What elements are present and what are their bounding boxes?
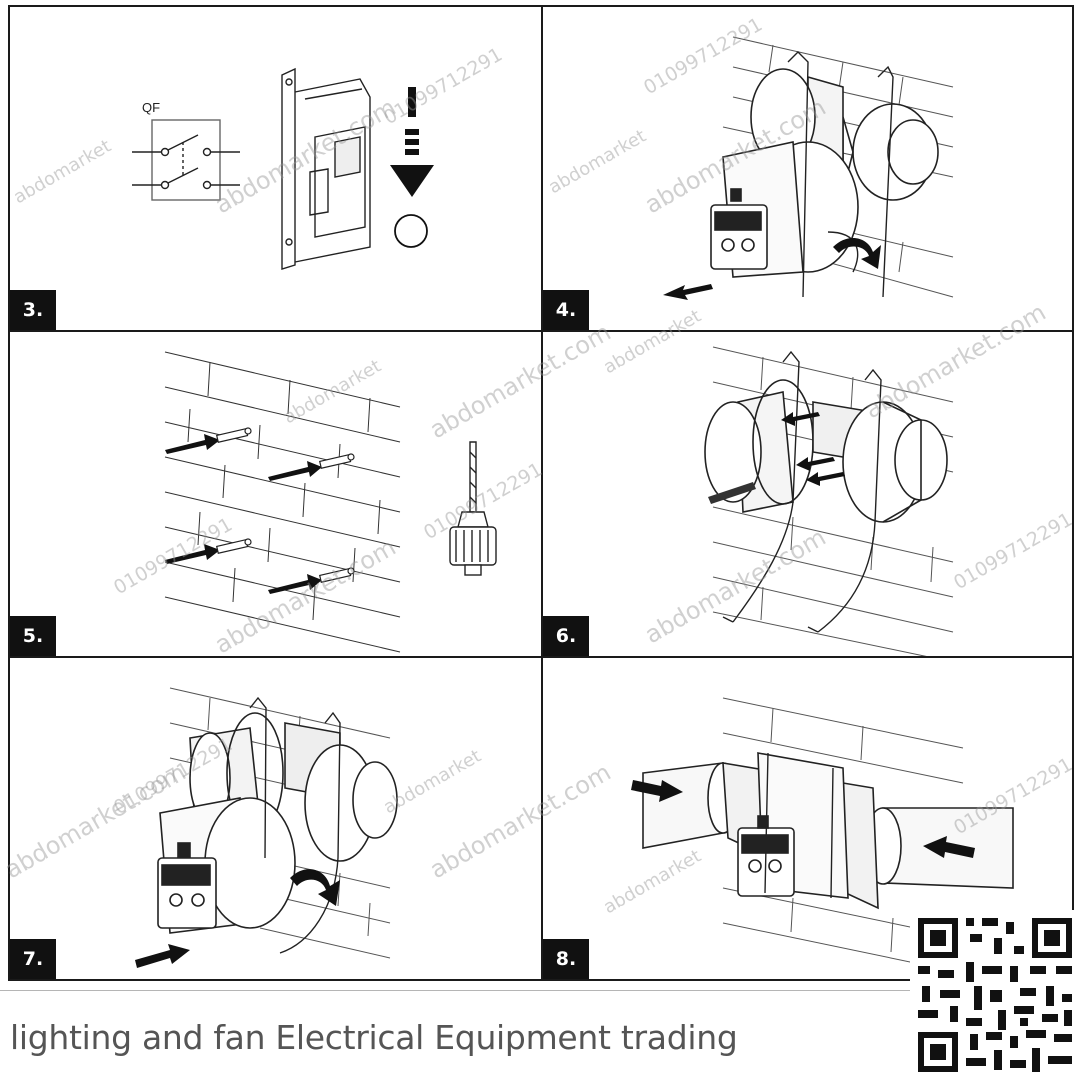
- insert-arrows: [781, 412, 845, 486]
- rotate-arrow-icon: [833, 237, 881, 269]
- wall-anchors: [215, 427, 355, 583]
- step-number: 5.: [10, 616, 56, 656]
- instruction-grid: QF 3.: [8, 5, 1074, 981]
- footer-divider: [0, 990, 910, 991]
- step-panel-7: 7.: [8, 656, 543, 981]
- qr-code-icon: [910, 910, 1080, 1080]
- fan-remove-illustration: [663, 36, 954, 300]
- step-number: 7.: [10, 939, 56, 979]
- inflow-arrow-icon: [631, 780, 683, 802]
- down-arrow-icon: [390, 87, 434, 197]
- duct-connect-illustration: [631, 697, 1014, 974]
- outflow-arrow-icon: [923, 836, 975, 858]
- step-panel-6: 6.: [541, 330, 1074, 658]
- step-panel-4: 4.: [541, 5, 1074, 332]
- step-panel-5: 5.: [8, 330, 543, 658]
- push-arrow-icon: [135, 944, 190, 968]
- step-panel-3: QF 3.: [8, 5, 543, 332]
- pull-arrow-icon: [663, 284, 713, 300]
- step-number: 3.: [10, 290, 56, 330]
- screwdriver-icon: [708, 482, 756, 504]
- rotate-arrow-icon: [290, 869, 340, 906]
- anchor-arrows: [165, 434, 322, 594]
- fan-insert-illustration: [135, 687, 398, 968]
- step-number: 6.: [543, 616, 589, 656]
- switch-label: QF: [142, 100, 160, 115]
- off-state-circle-icon: [394, 214, 428, 248]
- footer-tagline: lighting and fan Electrical Equipment tr…: [10, 1018, 738, 1057]
- step-number: 8.: [543, 939, 589, 979]
- drill-icon: [449, 441, 497, 576]
- step-number: 4.: [543, 290, 589, 330]
- clamp-mount-illustration: [704, 346, 954, 656]
- wall-drill-illustration: [164, 351, 497, 653]
- breaker-illustration: QF: [132, 67, 434, 270]
